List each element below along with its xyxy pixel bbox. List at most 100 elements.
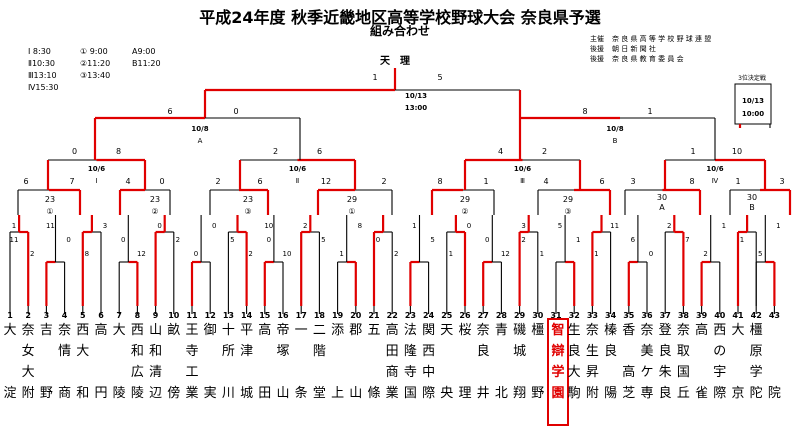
slot-number: 6 (98, 311, 104, 320)
r1-score: 0 (157, 222, 161, 230)
team-char: 昇 (585, 365, 599, 380)
slot-number: 35 (623, 311, 635, 320)
team-name: 奈生昇附 (583, 320, 601, 404)
r1-score: 8 (85, 250, 89, 258)
game-number: 23 (243, 195, 253, 204)
team-char: 大 (112, 323, 126, 338)
slot-number: 4 (62, 311, 68, 320)
game-number: 29 (563, 195, 573, 204)
slot-number: 15 (259, 311, 271, 320)
team-char: 工 (185, 365, 199, 380)
team-name: 高雀 (693, 320, 711, 404)
final-score-right: 5 (437, 73, 442, 82)
team-char (438, 341, 456, 362)
game-number: ③ (564, 207, 571, 216)
r1-score: 5 (321, 236, 325, 244)
r16-score: 0 (159, 177, 164, 186)
team-char: 御 (203, 323, 217, 338)
team-name: 橿原学陀 (747, 320, 765, 404)
r1-score: 5 (558, 222, 562, 230)
team-char: 奈 (21, 323, 35, 338)
schedule-cell: B11:20 (132, 59, 161, 68)
team-name: 平津城 (238, 320, 256, 404)
team-char: 広 (130, 365, 144, 380)
schedule-cell: Ⅲ13:10 (28, 71, 57, 80)
r16-score: 3 (630, 177, 635, 186)
slot-number: 17 (296, 311, 307, 320)
team-char: 高 (94, 323, 108, 338)
r1-score: 0 (485, 236, 489, 244)
schedule-cell: ① 9:00 (80, 47, 108, 56)
slot-number: 31 (550, 311, 562, 320)
game-number: 30 (657, 193, 667, 202)
game-number: ① (348, 207, 355, 216)
team-char (110, 362, 128, 383)
team-char (492, 341, 510, 362)
r1-score: 2 (394, 250, 398, 258)
team-char (292, 362, 310, 383)
team-char: 良 (476, 344, 490, 359)
r16-score: 7 (69, 177, 74, 186)
team-char (165, 362, 183, 383)
team-char: 関 (422, 323, 436, 338)
semiB-score: 8 (582, 107, 587, 116)
schedule-cell: ③13:40 (80, 71, 111, 80)
game-number: 29 (460, 195, 470, 204)
slot-number: 10 (168, 311, 180, 320)
team-char (765, 341, 783, 362)
team-name: 高円 (92, 320, 110, 404)
team-char: 添 (331, 323, 345, 338)
slot-number: 19 (332, 311, 344, 320)
team-char: 城 (240, 386, 254, 401)
slot-number: 26 (459, 311, 471, 320)
r1-score: 2 (248, 250, 252, 258)
qf-score: 6 (317, 147, 322, 156)
game-number: ① (46, 207, 53, 216)
team-char: 隆 (403, 344, 417, 359)
team-char: 淀 (3, 386, 17, 401)
r1-score: 1 (776, 222, 780, 230)
third-date: 10/13 (742, 97, 764, 105)
r1-score: 12 (137, 250, 146, 258)
team-char (329, 341, 347, 362)
team-char: 芝 (622, 386, 636, 401)
team-char: 所 (221, 344, 235, 359)
team-char (347, 362, 365, 383)
final-date: 10/13 (405, 92, 427, 100)
team-char (529, 341, 547, 362)
r1-score: 2 (521, 236, 525, 244)
team-name: 御実 (201, 320, 219, 404)
r16-score: 1 (483, 177, 488, 186)
schedule-cell: Ⅱ10:30 (28, 59, 55, 68)
credit-row: 後援奈 良 県 教 育 委 員 会 (590, 54, 711, 64)
credit-row: 後援朝 日 新 聞 社 (590, 44, 711, 54)
team-char: 法 (403, 323, 417, 338)
team-char: 津 (240, 344, 254, 359)
r1-score: 2 (703, 250, 707, 258)
slot-number: 36 (641, 311, 653, 320)
team-char (765, 320, 783, 341)
team-char: 奈 (585, 323, 599, 338)
team-char (292, 341, 310, 362)
qf-score: 8 (116, 147, 121, 156)
organizer-credits: 主催奈 良 県 高 等 学 校 野 球 連 盟 後援朝 日 新 聞 社 後援奈 … (590, 34, 711, 64)
slot-number: 5 (80, 311, 86, 320)
slot-number: 22 (387, 311, 398, 320)
team-char: 大 (567, 365, 581, 380)
game-number: 23 (45, 195, 55, 204)
r1-score: 5 (758, 250, 762, 258)
r1-score: 1 (740, 236, 744, 244)
r16-score: 8 (437, 177, 442, 186)
team-char (1, 341, 19, 362)
team-char: 和 (149, 344, 163, 359)
team-char (620, 341, 638, 362)
team-char: 十 (221, 323, 235, 338)
r1-score: 1 (12, 222, 16, 230)
team-name: 大京 (729, 320, 747, 404)
qf-score: 1 (690, 147, 695, 156)
qf-date: 10/6 (88, 165, 105, 173)
slot-number: 16 (277, 311, 289, 320)
r16-score: 2 (381, 177, 386, 186)
r16-score: 1 (735, 177, 740, 186)
r1-score: 2 (667, 222, 671, 230)
